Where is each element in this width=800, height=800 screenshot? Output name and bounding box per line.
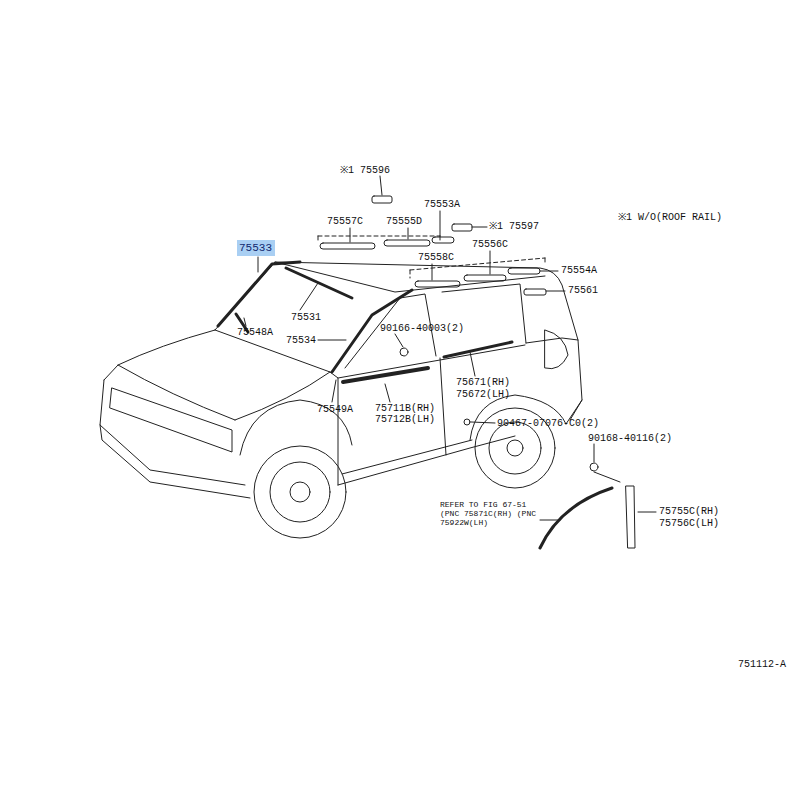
callout-number: 75548A [237, 327, 273, 338]
callout-number: 75561 [568, 285, 598, 296]
callout-number: 75756C(LH) [659, 518, 719, 529]
callout-number: ※1 W/O(ROOF RAIL) [618, 212, 722, 223]
callout-number: 75557C [327, 216, 363, 227]
part-number: 75533 [239, 242, 273, 254]
callout-number: 75531 [291, 312, 321, 323]
callout-number: 75556C [472, 239, 508, 250]
callout-number: 75755C(RH) [659, 506, 719, 517]
callout-number: 75712B(LH) [375, 414, 435, 425]
callout-number: 75549A [317, 404, 353, 415]
callout-number: 75711B(RH) [375, 403, 435, 414]
figure-code: 751112-A [738, 659, 786, 670]
callout-number: 90467-07076-C0(2) [497, 418, 599, 429]
callout-number: 75555D [386, 216, 422, 227]
highlighted-part-number: 75533 [237, 240, 275, 256]
callout-number: 75554A [561, 265, 597, 276]
callout-number: REFER TO FIG 67-51 (PNC 75871C(RH) (PNC … [440, 500, 538, 527]
callout-number: ※1 75596 [340, 165, 390, 176]
callout-number: 75534 [286, 335, 316, 346]
callout-number: 90166-40003(2) [380, 323, 464, 334]
callout-number: 75671(RH) [456, 377, 510, 388]
callout-number: 75672(LH) [456, 389, 510, 400]
callout-number: 75558C [418, 252, 454, 263]
callout-number: 75553A [424, 199, 460, 210]
callout-number: 90168-40116(2) [588, 433, 672, 444]
callout-number: ※1 75597 [489, 221, 539, 232]
